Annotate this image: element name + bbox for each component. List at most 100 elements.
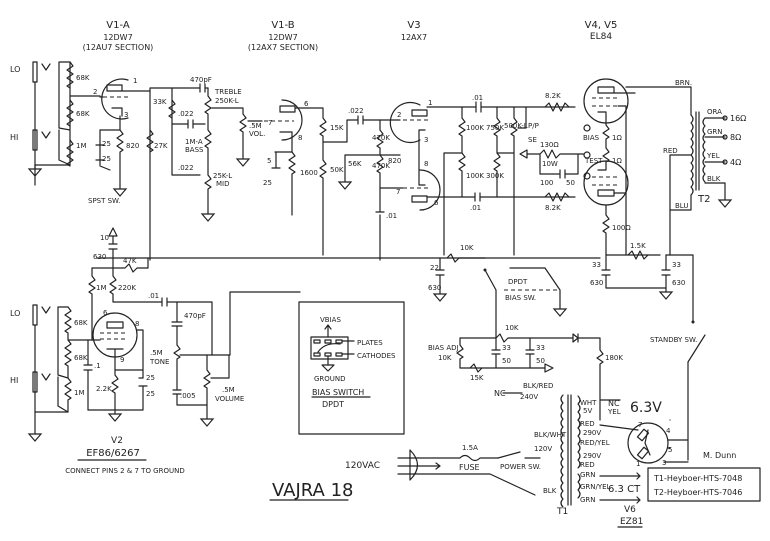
svg-text:SPST SW.: SPST SW.	[88, 197, 120, 205]
svg-text:290V: 290V	[583, 452, 601, 460]
svg-text:470K: 470K	[372, 162, 390, 170]
svg-text:50K: 50K	[330, 166, 344, 174]
svg-text:750K: 750K	[486, 124, 504, 132]
svg-text:7: 7	[638, 421, 642, 429]
svg-text:V4, V5: V4, V5	[585, 20, 618, 31]
output-tubes: BIAS 1Ω TEST 1Ω 130Ω 10W 100 50 100Ω 1.5…	[519, 78, 694, 323]
svg-text:220K: 220K	[118, 284, 136, 292]
svg-text:7: 7	[396, 188, 400, 196]
svg-text:1.5K: 1.5K	[630, 242, 646, 250]
title-block: VAJRA 18	[269, 480, 354, 501]
tone-stack: 27K 33K .022 470pF TREBLE 250K-L 1M-A BA…	[146, 76, 265, 261]
svg-text:12DW7: 12DW7	[268, 33, 297, 42]
svg-text:BRN.: BRN.	[675, 79, 692, 87]
svg-text:RED: RED	[663, 147, 678, 155]
bias-switch-legend: VBIAS PLATES CATHODES GROUND BIAS SWITCH…	[298, 301, 405, 435]
svg-text:33: 33	[502, 344, 511, 352]
svg-text:T1-Heyboer-HTS-7048: T1-Heyboer-HTS-7048	[653, 474, 742, 483]
svg-text:5: 5	[267, 157, 271, 165]
standby-switch[interactable]: STANDBY SW.	[650, 320, 706, 461]
svg-text:1Ω: 1Ω	[612, 134, 622, 142]
svg-text:CONNECT PINS 2 & 7 TO GROUND: CONNECT PINS 2 & 7 TO GROUND	[65, 467, 184, 475]
svg-text:50: 50	[536, 357, 545, 365]
svg-text:6.3 CT: 6.3 CT	[608, 484, 641, 495]
input-section-v2: LO HI 68K 68K 1M	[10, 304, 93, 442]
svg-text:RED/YEL: RED/YEL	[580, 439, 610, 447]
svg-text:630: 630	[590, 279, 603, 287]
svg-text:1M-A: 1M-A	[185, 138, 203, 146]
svg-text:.5M: .5M	[150, 349, 163, 357]
svg-text:130Ω: 130Ω	[540, 141, 559, 149]
svg-text:6.3V: 6.3V	[630, 400, 662, 416]
svg-text:V3: V3	[407, 20, 420, 31]
svg-text:68K: 68K	[74, 319, 88, 327]
svg-text:3: 3	[662, 459, 666, 467]
svg-text:POWER SW.: POWER SW.	[500, 463, 541, 471]
svg-text:15K: 15K	[330, 124, 344, 132]
svg-text:BLK: BLK	[543, 487, 557, 495]
svg-text:100K: 100K	[466, 124, 484, 132]
svg-text:1: 1	[428, 99, 432, 107]
svg-text:470pF: 470pF	[190, 76, 212, 84]
svg-text:8: 8	[424, 160, 428, 168]
svg-text:V1-B: V1-B	[271, 20, 294, 31]
v2-section: 10 630 47K 220K 1M .01 6 8 9 2.2K 25 25 …	[83, 227, 178, 422]
svg-text:8.2K: 8.2K	[545, 204, 561, 212]
output-transformer: BRN. ORA GRN YEL BLK 16Ω 8Ω 4Ω T2 RED BL…	[625, 79, 746, 256]
svg-text:5: 5	[668, 446, 672, 454]
svg-text:BLK/RED: BLK/RED	[523, 382, 553, 390]
svg-text:4Ω: 4Ω	[730, 158, 741, 167]
svg-text:T2: T2	[697, 194, 710, 205]
svg-text:1: 1	[133, 77, 137, 85]
svg-text:.1: .1	[94, 362, 101, 370]
svg-text:BIAS ADJ: BIAS ADJ	[428, 344, 459, 352]
svg-text:V6: V6	[624, 505, 636, 515]
svg-text:25: 25	[146, 390, 155, 398]
svg-text:YEL: YEL	[706, 152, 720, 160]
svg-text:68K: 68K	[76, 74, 90, 82]
svg-text:TREBLE: TREBLE	[214, 88, 242, 96]
ac-input: 120VAC 1.5A FUSE POWER SW.	[345, 444, 541, 496]
svg-text:T2-Heyboer-HTS-7046: T2-Heyboer-HTS-7046	[653, 488, 742, 497]
svg-text:STANDBY SW.: STANDBY SW.	[650, 336, 697, 344]
svg-text:300K: 300K	[486, 172, 504, 180]
test-point-bias[interactable]	[583, 124, 591, 132]
svg-text:12DW7: 12DW7	[103, 33, 132, 42]
svg-text:YEL: YEL	[607, 408, 621, 416]
svg-text:TONE: TONE	[149, 358, 169, 366]
transformer-notes: T1-Heyboer-HTS-7048 T2-Heyboer-HTS-7046	[647, 467, 761, 502]
svg-text:1600: 1600	[300, 169, 318, 177]
svg-text:CATHODES: CATHODES	[357, 352, 396, 360]
svg-text:P/P: P/P	[528, 122, 539, 130]
svg-text:630: 630	[672, 279, 685, 287]
svg-text:820: 820	[388, 157, 401, 165]
test-point-ground[interactable]	[583, 172, 591, 180]
svg-text:100K: 100K	[466, 172, 484, 180]
svg-text:GRN: GRN	[580, 471, 596, 479]
phase-inverter: .01 100K 100K .01 750K 300K 500K-L P/P S…	[426, 92, 576, 256]
jack-lo-2[interactable]	[32, 304, 38, 326]
svg-text:BLU: BLU	[675, 202, 688, 210]
svg-text:.5M: .5M	[222, 386, 235, 394]
svg-text:.022: .022	[178, 110, 194, 118]
tube-v1a: 2 1 3 820 25 25 SPST SW.	[88, 77, 151, 205]
svg-text:56K: 56K	[348, 160, 362, 168]
test-point-test[interactable]	[583, 151, 591, 159]
svg-text:10K: 10K	[505, 324, 519, 332]
svg-text:47K: 47K	[123, 257, 137, 265]
svg-text:1: 1	[636, 460, 640, 468]
svg-text:50: 50	[502, 357, 511, 365]
svg-text:25: 25	[263, 179, 272, 187]
svg-text:VOL.: VOL.	[249, 130, 265, 138]
svg-text:8: 8	[135, 320, 139, 328]
svg-text:6: 6	[103, 309, 108, 317]
svg-text:33: 33	[536, 344, 545, 352]
jack-lo[interactable]	[32, 61, 38, 83]
svg-text:MID: MID	[216, 180, 230, 188]
svg-text:TEST: TEST	[584, 157, 603, 165]
svg-text:4: 4	[666, 427, 671, 435]
svg-text:NC: NC	[494, 389, 506, 398]
v2-label: V2 EF86/6267 CONNECT PINS 2 & 7 TO GROUN…	[65, 436, 184, 475]
svg-text:180K: 180K	[605, 354, 623, 362]
